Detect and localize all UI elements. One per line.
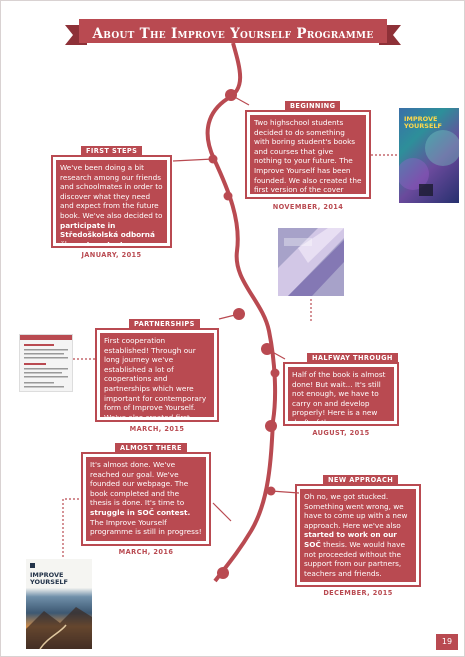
heading-partnerships: PARTNERSHIPS <box>129 319 200 329</box>
cover-final-title: IMPROVE YOURSELF <box>30 571 68 586</box>
date-halfway: AUGUST, 2015 <box>312 429 370 437</box>
date-almost-there: MARCH, 2016 <box>118 548 174 556</box>
event-new-approach: Oh no, we got stucked. Something went wr… <box>295 484 421 587</box>
text-almost-there-2: The Improve Yourself programme is still … <box>90 517 202 537</box>
date-partnerships: MARCH, 2015 <box>129 425 185 433</box>
heading-halfway: HALFWAY THROUGH <box>307 353 398 363</box>
text-partnerships: First cooperation established! Through o… <box>104 336 207 432</box>
event-almost-there: It's almost done. We've reached our goal… <box>81 452 211 546</box>
partnership-document-image <box>19 334 73 392</box>
text-new-approach-bold: started to work on our SOČ <box>304 530 397 549</box>
heading-almost-there: ALMOST THERE <box>115 443 187 453</box>
title-ribbon <box>65 19 401 45</box>
cover-final: IMPROVE YOURSELF <box>26 559 92 649</box>
cover-first-title: IMPROVE YOURSELF <box>404 115 442 130</box>
document-lines <box>20 335 72 388</box>
date-beginning: NOVEMBER, 2014 <box>272 203 344 211</box>
event-first-steps: We've been doing a bit research among ou… <box>51 155 172 249</box>
cover-new-draft <box>278 228 344 296</box>
event-halfway: Half of the book is almost done! But wai… <box>283 362 399 427</box>
text-new-approach: Oh no, we got stucked. Something went wr… <box>304 492 408 530</box>
page-number: 19 <box>436 634 458 650</box>
text-halfway: Half of the book is almost done! But wai… <box>292 370 386 427</box>
page-title: About The Improve Yourself Programme <box>92 26 374 42</box>
node-almost <box>265 420 277 432</box>
node-end <box>217 567 229 579</box>
cover-final-art <box>26 563 92 649</box>
text-beginning: Two highschool students decided to do so… <box>254 118 362 204</box>
cover-draft-art <box>278 228 344 296</box>
text-first-steps-bold: participate in Středoškolská odborná čin… <box>60 220 155 249</box>
date-new-approach: DECEMBER, 2015 <box>323 589 393 597</box>
text-first-steps: We've been doing a bit research among ou… <box>60 163 163 220</box>
event-beginning: Two highschool students decided to do so… <box>245 110 371 204</box>
text-new-approach-2: thesis. We would have not proceeded with… <box>304 539 405 578</box>
event-partnerships: First cooperation established! Through o… <box>95 328 219 431</box>
cover-first-art <box>399 130 459 196</box>
text-almost-there-bold: struggle in SOČ contest. <box>90 507 191 517</box>
heading-first-steps: FIRST STEPS <box>81 146 143 156</box>
heading-beginning: BEGINNING <box>285 101 341 111</box>
text-almost-there: It's almost done. We've reached our goal… <box>90 460 189 508</box>
heading-new-approach: NEW APPROACH <box>323 475 399 485</box>
node-march <box>270 368 280 378</box>
cover-first-version: IMPROVE YOURSELF <box>399 108 459 203</box>
node-halfway-top <box>223 191 233 201</box>
date-first-steps: JANUARY, 2015 <box>81 251 142 259</box>
